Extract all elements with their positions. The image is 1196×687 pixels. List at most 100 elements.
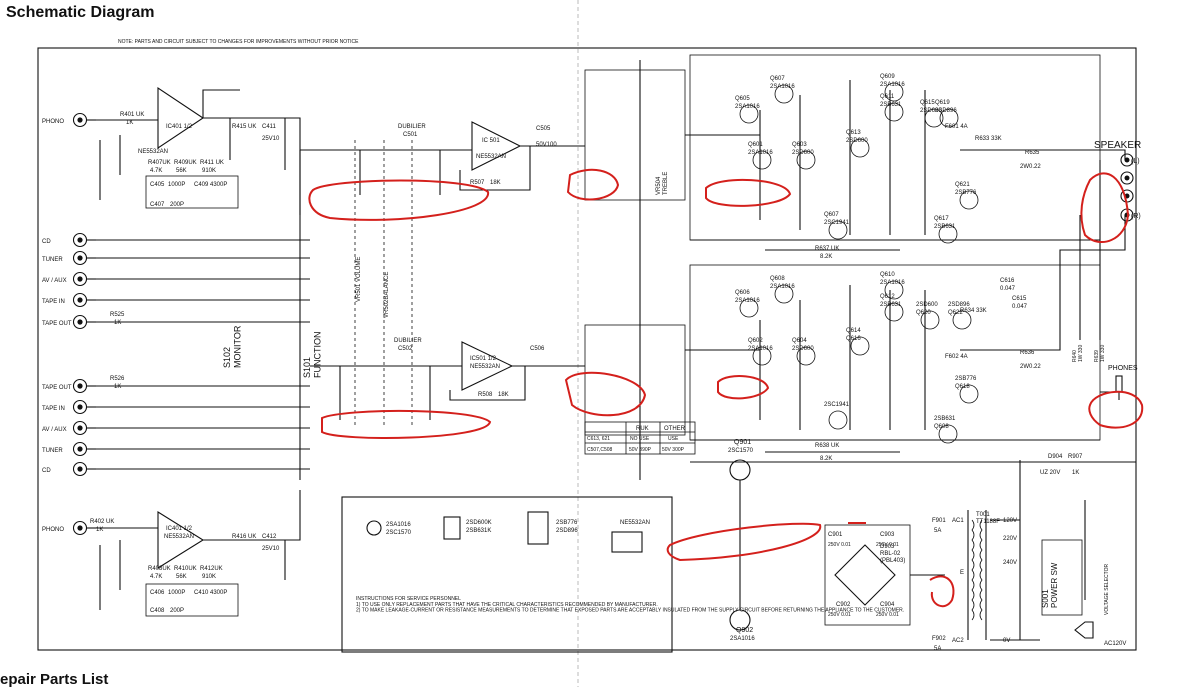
q-bot-label-q614: Q614 bbox=[846, 328, 861, 334]
tap-220v: 220V bbox=[1003, 536, 1017, 542]
c408-label: C408 bbox=[150, 608, 165, 614]
c615-label: C615 bbox=[1012, 296, 1027, 302]
q-top-label-q609: Q609 bbox=[880, 74, 895, 80]
q902-part: 2SA1016 bbox=[730, 636, 755, 642]
f902-value: 5A bbox=[934, 646, 941, 652]
page-title: Schematic Diagram bbox=[6, 4, 155, 21]
upper-jack-label-phono: PHONO bbox=[42, 119, 64, 125]
amp-values: R633 33K R635 2W0.22 R634 33K R636 2W0.2… bbox=[815, 124, 1041, 462]
r636-label: R636 bbox=[1020, 350, 1035, 356]
power-switch-label: S001POWER SW bbox=[1041, 562, 1059, 608]
ic501-top-part: NE5532AN bbox=[476, 154, 506, 160]
q-bot-part-q614: Q616 bbox=[846, 336, 861, 342]
q-top-part-q613: 2SD600 bbox=[846, 138, 868, 144]
q-bot-part-2sb776: Q618 bbox=[955, 384, 970, 390]
r412-label: R412UK bbox=[200, 566, 223, 572]
function-switch-label: S101FUNCTION bbox=[302, 332, 322, 379]
r401-label: R401 UK bbox=[120, 112, 144, 118]
c902-value: 250V 0.01 bbox=[828, 612, 851, 618]
r525-label: R525 bbox=[110, 312, 125, 318]
phones-label: PHONES bbox=[1108, 365, 1138, 372]
r637-value: 8.2K bbox=[820, 254, 832, 260]
q-top-label-q601: Q601 bbox=[748, 142, 763, 148]
r401-value: 1K bbox=[126, 120, 133, 126]
q-bot-part-2sd896: Q622 bbox=[948, 310, 963, 316]
q-bot-label-2sd896: 2SD896 bbox=[948, 302, 970, 308]
q-bot-label-q608: Q608 bbox=[770, 276, 785, 282]
c505-value: 50V100 bbox=[536, 142, 557, 148]
q-bot-label-q606: Q606 bbox=[735, 290, 750, 296]
power-switch-box bbox=[1041, 539, 1083, 616]
lower-jack-label-av-aux: AV / AUX bbox=[42, 427, 67, 433]
r415-label: R415 UK bbox=[232, 124, 256, 130]
phono-preamp-top: IC401 1/2 NE5532AN R401 UK 1K R407UK R40… bbox=[90, 86, 301, 215]
lower-jack-tuner: TUNER bbox=[42, 441, 96, 457]
tap-240v: 240V bbox=[1003, 560, 1017, 566]
power-amp-bottom: Q6082SA1016Q6062SA1016Q6022SA1016Q6042SD… bbox=[689, 215, 1126, 453]
r638-label: R638 UK bbox=[815, 443, 839, 449]
q-bot-label-2sb776: 2SB776 bbox=[955, 376, 977, 382]
q-bot-part-q610: 2SA1016 bbox=[880, 280, 905, 286]
c412-value: 25V10 bbox=[262, 546, 280, 552]
r635-value: 2W0.22 bbox=[1020, 164, 1041, 170]
r508-label: R508 bbox=[478, 392, 493, 398]
c901-value: 250V 0.01 bbox=[828, 542, 851, 548]
legend-2sa1016: 2SA1016 bbox=[386, 522, 411, 528]
q-top-part-q605: 2SA1016 bbox=[735, 104, 760, 110]
speaker-left-label: (L) bbox=[1131, 158, 1140, 165]
upper-jack-label-tape-in: TAPE IN bbox=[42, 299, 65, 305]
c901-label: C901 bbox=[828, 532, 843, 538]
q-top-label-q605: Q605 bbox=[735, 96, 750, 102]
ic501-top-label: IC 501 bbox=[482, 138, 500, 144]
ic401-top-label: IC401 1/2 bbox=[166, 124, 193, 130]
c408-value: 200P bbox=[170, 608, 184, 614]
ic501-bot-label: IC501 1/2 bbox=[470, 356, 497, 362]
q-top-label-q607: Q607 bbox=[770, 76, 785, 82]
q-top-part-q609: 2SA1016 bbox=[880, 82, 905, 88]
c409-value: 4300P bbox=[210, 182, 227, 188]
q-bot-part-q604: 2SD600 bbox=[792, 346, 814, 352]
lower-jack-label-cd: CD bbox=[42, 468, 51, 474]
table-r0-c1: NO USE bbox=[630, 436, 650, 442]
dubilier-bot-label: DUBILIER bbox=[394, 338, 422, 344]
c405-value: 1000P bbox=[168, 182, 185, 188]
c616-value: 0.047 bbox=[1000, 286, 1016, 292]
rating-table: RUK OTHER C613, 621 NO USE USE C507,C508… bbox=[584, 421, 696, 455]
ic401-bot-part: NE5532AN bbox=[164, 534, 194, 540]
c406-value: 1000P bbox=[168, 590, 185, 596]
r410-value: 56K bbox=[176, 574, 187, 580]
table-header-ruk: RUK bbox=[636, 426, 649, 432]
power-amp-top: Q6072SA1016Q6052SA1016Q6012SA1016Q6032SD… bbox=[689, 54, 1126, 251]
q-top-label-q603: Q603 bbox=[792, 142, 807, 148]
ac1-label: AC1 bbox=[952, 518, 964, 524]
r507-value: 18K bbox=[490, 180, 501, 186]
r635-label: R635 bbox=[1025, 150, 1040, 156]
q-top-label-q617: Q617 bbox=[934, 216, 949, 222]
lower-jack-label-phono: PHONO bbox=[42, 527, 64, 533]
r907-value: 1K bbox=[1072, 470, 1079, 476]
tap-0v: 0V bbox=[1003, 638, 1010, 644]
r526-label: R526 bbox=[110, 376, 125, 382]
upper-jack-label-tuner: TUNER bbox=[42, 257, 63, 263]
q-top-part-q611: 2SB631 bbox=[880, 102, 902, 108]
c501-label: C501 bbox=[403, 132, 418, 138]
q-top-part-q615: 2SD600 bbox=[920, 108, 942, 114]
legend-2sd600k: 2SD600K bbox=[466, 520, 492, 526]
dubilier-top-label: DUBILIER bbox=[398, 124, 426, 130]
table-r0-c0: C613, 621 bbox=[587, 436, 610, 442]
r408-label: R408UK bbox=[148, 566, 171, 572]
f901-label: F901 bbox=[932, 518, 946, 524]
r407-label: R407UK bbox=[148, 160, 171, 166]
lower-jack-label-tuner: TUNER bbox=[42, 448, 63, 454]
c410-label: C410 bbox=[194, 590, 209, 596]
q-top-q609: Q609 2SA1016 bbox=[880, 74, 905, 102]
